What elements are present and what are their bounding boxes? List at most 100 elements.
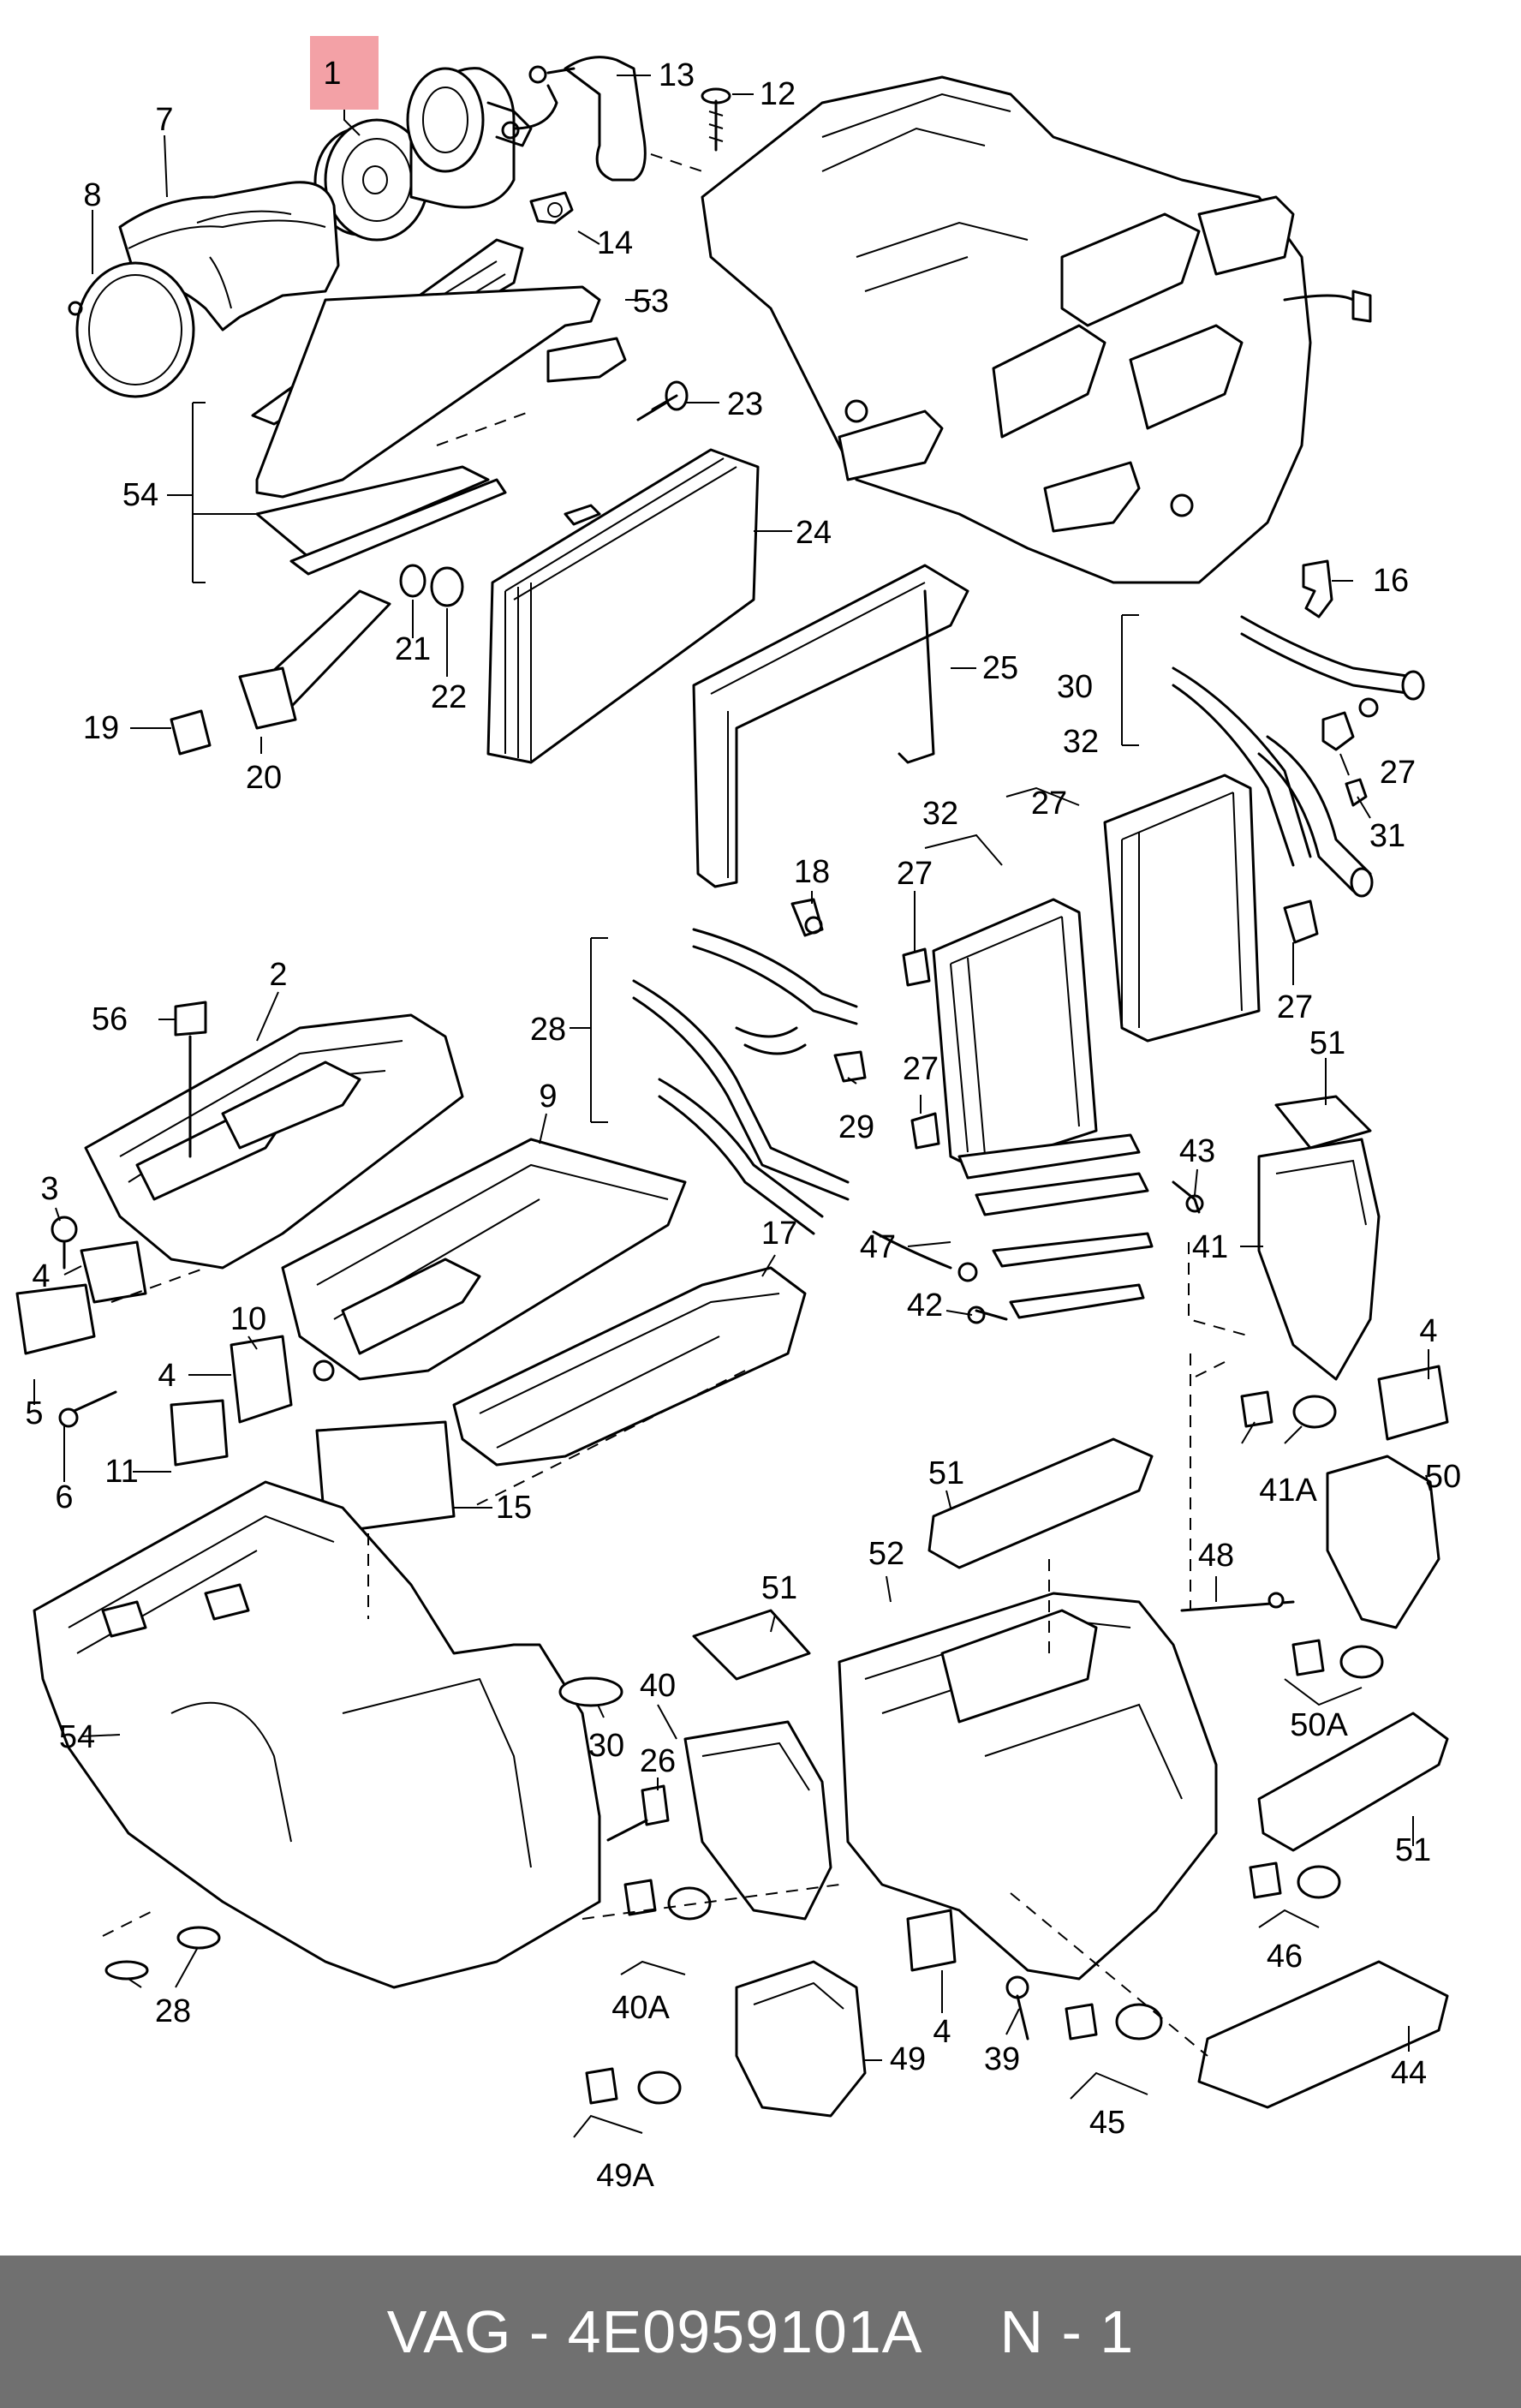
footer-bar: VAG - 4E0959101A N - 1 xyxy=(0,2256,1521,2408)
callout-4-a: 4 xyxy=(32,1258,50,1294)
bracket-26-part xyxy=(606,1784,670,1842)
callout-13: 13 xyxy=(659,57,695,93)
blower-motor-part xyxy=(313,67,558,242)
callout-labels: 1 7 8 13 12 14 53 23 54 24 21 22 19 20 1… xyxy=(25,56,1461,2194)
actuator-56-part xyxy=(174,1001,207,1158)
callout-15: 15 xyxy=(496,1490,532,1526)
callout-43: 43 xyxy=(1179,1133,1215,1169)
callout-52: 52 xyxy=(868,1536,904,1572)
expansion-valve-parts xyxy=(872,1133,1204,1324)
grommets-28-part xyxy=(104,1926,221,1981)
hvac-unit-part xyxy=(701,75,1372,584)
footer-part-number: 4E0959101A xyxy=(567,2298,923,2365)
callout-2: 2 xyxy=(269,957,287,993)
upper-housing-part xyxy=(84,1013,464,1270)
callout-20: 20 xyxy=(246,760,282,796)
flap-cover-part xyxy=(251,238,627,576)
callout-45: 45 xyxy=(1089,2105,1125,2141)
callout-4-d: 4 xyxy=(933,2014,951,2050)
callout-29: 29 xyxy=(838,1109,874,1145)
duct-49-part xyxy=(735,1960,867,2118)
motor-sets-part xyxy=(585,1390,1384,2105)
bracket-29-part xyxy=(833,1050,867,1083)
callout-22: 22 xyxy=(431,679,467,715)
clip-part xyxy=(529,191,574,224)
callout-30-right: 30 xyxy=(1057,669,1093,705)
screw-23-part xyxy=(636,380,689,421)
callout-19: 19 xyxy=(83,710,119,746)
callout-40: 40 xyxy=(640,1668,676,1704)
callout-32-right: 32 xyxy=(1063,724,1099,760)
housing-17-part xyxy=(452,1266,807,1467)
callout-21: 21 xyxy=(395,631,431,667)
small-parts-left xyxy=(15,1216,456,1535)
callout-51-mid: 51 xyxy=(928,1455,964,1491)
seal-frame-25-part xyxy=(692,564,969,888)
duct-41-part xyxy=(1257,1138,1381,1381)
blower-ring-part xyxy=(68,261,195,398)
callout-27-left: 27 xyxy=(897,856,933,892)
leader-lines xyxy=(33,75,1431,2138)
callout-56: 56 xyxy=(92,1001,128,1037)
callout-9: 9 xyxy=(539,1079,557,1114)
callout-53: 53 xyxy=(633,284,669,320)
callout-30-left: 30 xyxy=(588,1728,624,1764)
bracket-part xyxy=(528,56,647,182)
callout-12: 12 xyxy=(760,76,796,112)
sensor-18-part xyxy=(790,898,824,937)
callout-31: 31 xyxy=(1369,818,1405,854)
callout-14: 14 xyxy=(597,225,633,261)
callout-50a: 50A xyxy=(1290,1707,1348,1743)
mid-housing-9-part xyxy=(281,1138,687,1381)
callout-49a: 49A xyxy=(596,2158,654,2194)
callout-27-lower-right: 27 xyxy=(1277,989,1313,1025)
callout-54-bottom: 54 xyxy=(59,1719,95,1755)
callout-46: 46 xyxy=(1267,1939,1303,1975)
callout-41a: 41A xyxy=(1259,1473,1317,1509)
heater-core-part xyxy=(486,448,760,764)
callout-27-bottom: 27 xyxy=(903,1051,939,1087)
pipes-30-part xyxy=(1172,615,1425,898)
callout-8: 8 xyxy=(83,177,101,213)
grommet-30-part xyxy=(558,1676,623,1707)
cover-44-part xyxy=(1197,1960,1449,2109)
evaporator-right-part xyxy=(1103,774,1261,1043)
callout-4-b: 4 xyxy=(158,1358,176,1394)
seals-part xyxy=(399,564,464,607)
highlight-box xyxy=(310,36,379,110)
callout-5: 5 xyxy=(25,1395,43,1431)
callout-1: 1 xyxy=(323,56,341,92)
footer-note: N - 1 xyxy=(999,2298,1135,2365)
callout-28-bottom: 28 xyxy=(155,1993,191,2029)
callout-41: 41 xyxy=(1192,1229,1228,1265)
callout-11: 11 xyxy=(104,1454,138,1490)
callout-28-mid: 28 xyxy=(530,1012,566,1048)
callout-24: 24 xyxy=(796,515,832,551)
callout-7: 7 xyxy=(155,102,173,138)
callout-51-top: 51 xyxy=(1309,1025,1345,1061)
callout-42: 42 xyxy=(907,1288,943,1324)
callout-27-mid: 27 xyxy=(1031,786,1067,822)
pipe-20-part xyxy=(170,589,391,756)
callout-44: 44 xyxy=(1391,2055,1427,2091)
parts-diagram: 1 7 8 13 12 14 53 23 54 24 21 22 19 20 1… xyxy=(15,36,1461,2194)
actuator-motors-part xyxy=(906,1365,1449,2041)
evaporator-left-part xyxy=(932,898,1098,1171)
pipes-28-part xyxy=(632,928,858,1235)
callout-4-c: 4 xyxy=(1419,1313,1437,1349)
callout-50: 50 xyxy=(1425,1459,1461,1495)
callout-51-right: 51 xyxy=(1395,1832,1431,1868)
callout-23: 23 xyxy=(727,386,763,422)
callout-39: 39 xyxy=(984,2041,1020,2077)
callout-17: 17 xyxy=(761,1216,797,1252)
callout-51-left: 51 xyxy=(761,1570,797,1606)
footer-separator: - xyxy=(528,2298,551,2365)
lower-hvac-part xyxy=(838,1592,1218,1981)
callout-10: 10 xyxy=(230,1301,266,1337)
callout-27-upper-right: 27 xyxy=(1380,755,1416,791)
lower-housing-54-part xyxy=(33,1480,601,1989)
callout-47: 47 xyxy=(860,1229,896,1265)
duct-50-part xyxy=(1326,1455,1440,1629)
callout-25: 25 xyxy=(982,650,1018,686)
dashed-connectors xyxy=(102,153,1251,2057)
